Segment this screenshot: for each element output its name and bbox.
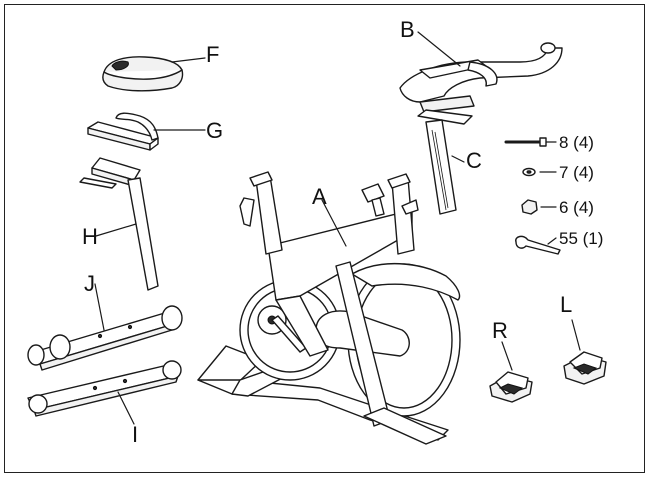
label-part-b: B	[400, 17, 415, 42]
part-h-seat-post	[79, 157, 159, 291]
part-g-seat-slider	[87, 112, 206, 151]
label-part-h: H	[82, 224, 98, 249]
label-part-f: F	[206, 42, 220, 67]
hardware-nut-6	[521, 199, 557, 215]
label-part-i: I	[132, 422, 139, 447]
part-r-pedal	[489, 341, 533, 403]
hardware-washer-7	[522, 167, 557, 177]
label-hardware-7: 7 (4)	[559, 163, 594, 182]
label-part-c: C	[466, 148, 482, 173]
label-part-r: R	[492, 318, 508, 343]
part-c-handlebar-post	[417, 109, 473, 215]
part-l-pedal	[563, 319, 607, 385]
label-hardware-8: 8 (4)	[559, 133, 594, 152]
part-i-rear-stabilizer	[27, 360, 182, 425]
part-a-main-frame	[197, 171, 461, 445]
label-part-l: L	[560, 292, 573, 317]
part-b-handlebar	[399, 31, 563, 113]
label-part-g: G	[206, 118, 224, 143]
label-hardware-6: 6 (4)	[559, 198, 594, 217]
label-part-a: A	[312, 184, 327, 209]
label-hardware-55: 55 (1)	[559, 229, 604, 248]
part-j-front-stabilizer	[27, 283, 183, 371]
hardware-tool-55	[515, 235, 561, 255]
part-f-seat	[102, 56, 206, 92]
hardware-bolt-8	[504, 137, 557, 147]
label-part-j: J	[84, 271, 95, 296]
